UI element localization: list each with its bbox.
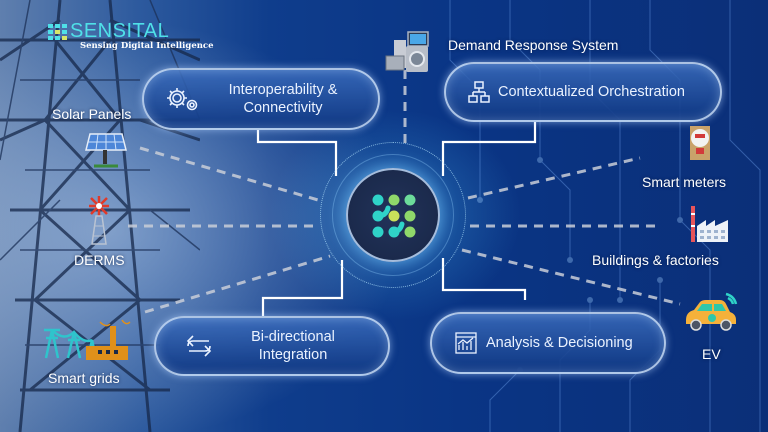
capability-interoperability-line2: Connectivity [243, 100, 323, 116]
node-smart-grids-label: Smart grids [48, 370, 120, 386]
sensital-dots-logo-icon [372, 194, 416, 238]
capability-bidirectional: Bi-directional Integration [154, 316, 390, 376]
node-ev-label: EV [702, 346, 721, 362]
factory-icon [691, 206, 728, 242]
hub-outer-ring [320, 142, 466, 288]
capability-interoperability: Interoperability & Connectivity [142, 68, 380, 130]
capability-orchestration: Contextualized Orchestration [444, 62, 722, 122]
power-grid-icon [44, 319, 131, 360]
analytics-chart-icon [454, 331, 478, 355]
appliances-icon [385, 31, 429, 72]
hierarchy-icon [466, 79, 492, 105]
node-derms-label: DERMS [74, 252, 125, 268]
wind-turbine-icon [89, 196, 109, 245]
capability-analysis: Analysis & Decisioning [430, 312, 666, 374]
smart-meter-icon [690, 126, 710, 160]
capability-bidirectional-line1: Bi-directional [251, 329, 335, 345]
hub-inner-ring [332, 154, 454, 276]
node-solar-label: Solar Panels [52, 106, 132, 122]
electric-car-icon [686, 292, 738, 331]
gears-icon [166, 85, 200, 113]
capability-bidirectional-line2: Integration [258, 347, 328, 363]
node-smart-meters-label: Smart meters [642, 174, 727, 190]
node-buildings-label: Buildings & factories [592, 252, 719, 268]
bidirectional-arrows-icon [184, 333, 214, 359]
capability-interoperability-line1: Interoperability & [228, 82, 338, 98]
node-demand-response-label: Demand Response System [448, 37, 619, 53]
brand-name: SENSITAL [70, 20, 170, 42]
sensital-logo-icon [48, 24, 67, 40]
transmission-tower-background [0, 0, 200, 432]
solar-panel-icon [85, 133, 127, 168]
capability-analysis-label: Analysis & Decisioning [486, 335, 633, 351]
brand-tagline: Sensing Digital Intelligence [80, 41, 214, 51]
capability-orchestration-label: Contextualized Orchestration [498, 84, 685, 100]
